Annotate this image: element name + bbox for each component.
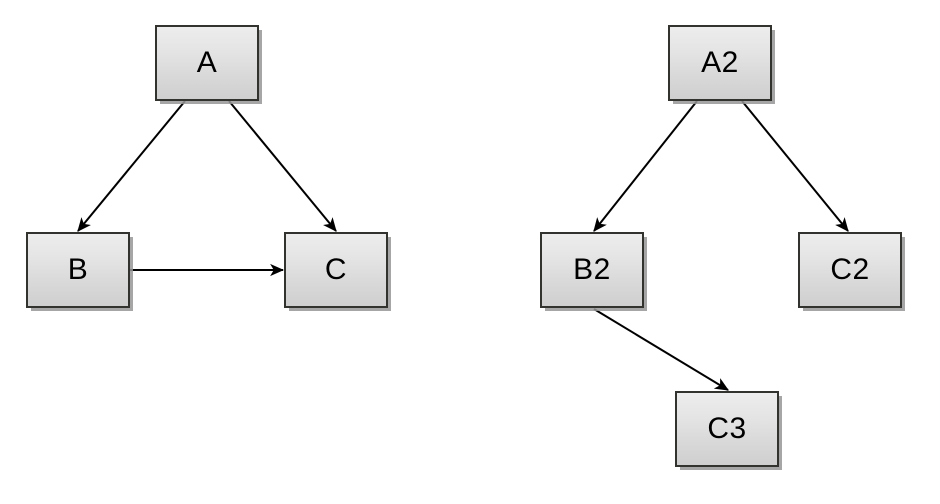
- node-label-C: C: [324, 253, 348, 286]
- node-label-C2: C2: [830, 253, 870, 286]
- edge-A2-C2[interactable]: [741, 100, 849, 232]
- edge-A-C[interactable]: [228, 100, 337, 232]
- node-C[interactable]: C: [284, 232, 388, 308]
- node-label-C3: C3: [707, 412, 747, 445]
- node-label-A: A: [196, 46, 218, 79]
- node-label-A2: A2: [701, 46, 739, 79]
- node-B2[interactable]: B2: [540, 232, 644, 308]
- edge-B2-C3[interactable]: [593, 308, 729, 391]
- node-C3[interactable]: C3: [675, 391, 779, 467]
- node-A[interactable]: A: [155, 25, 259, 101]
- node-C2[interactable]: C2: [798, 232, 902, 308]
- node-label-B2: B2: [573, 253, 611, 286]
- edge-A2-B2[interactable]: [593, 100, 698, 232]
- node-B[interactable]: B: [26, 232, 130, 308]
- node-label-B: B: [67, 253, 89, 286]
- edge-A-B[interactable]: [77, 100, 186, 232]
- node-A2[interactable]: A2: [668, 25, 772, 101]
